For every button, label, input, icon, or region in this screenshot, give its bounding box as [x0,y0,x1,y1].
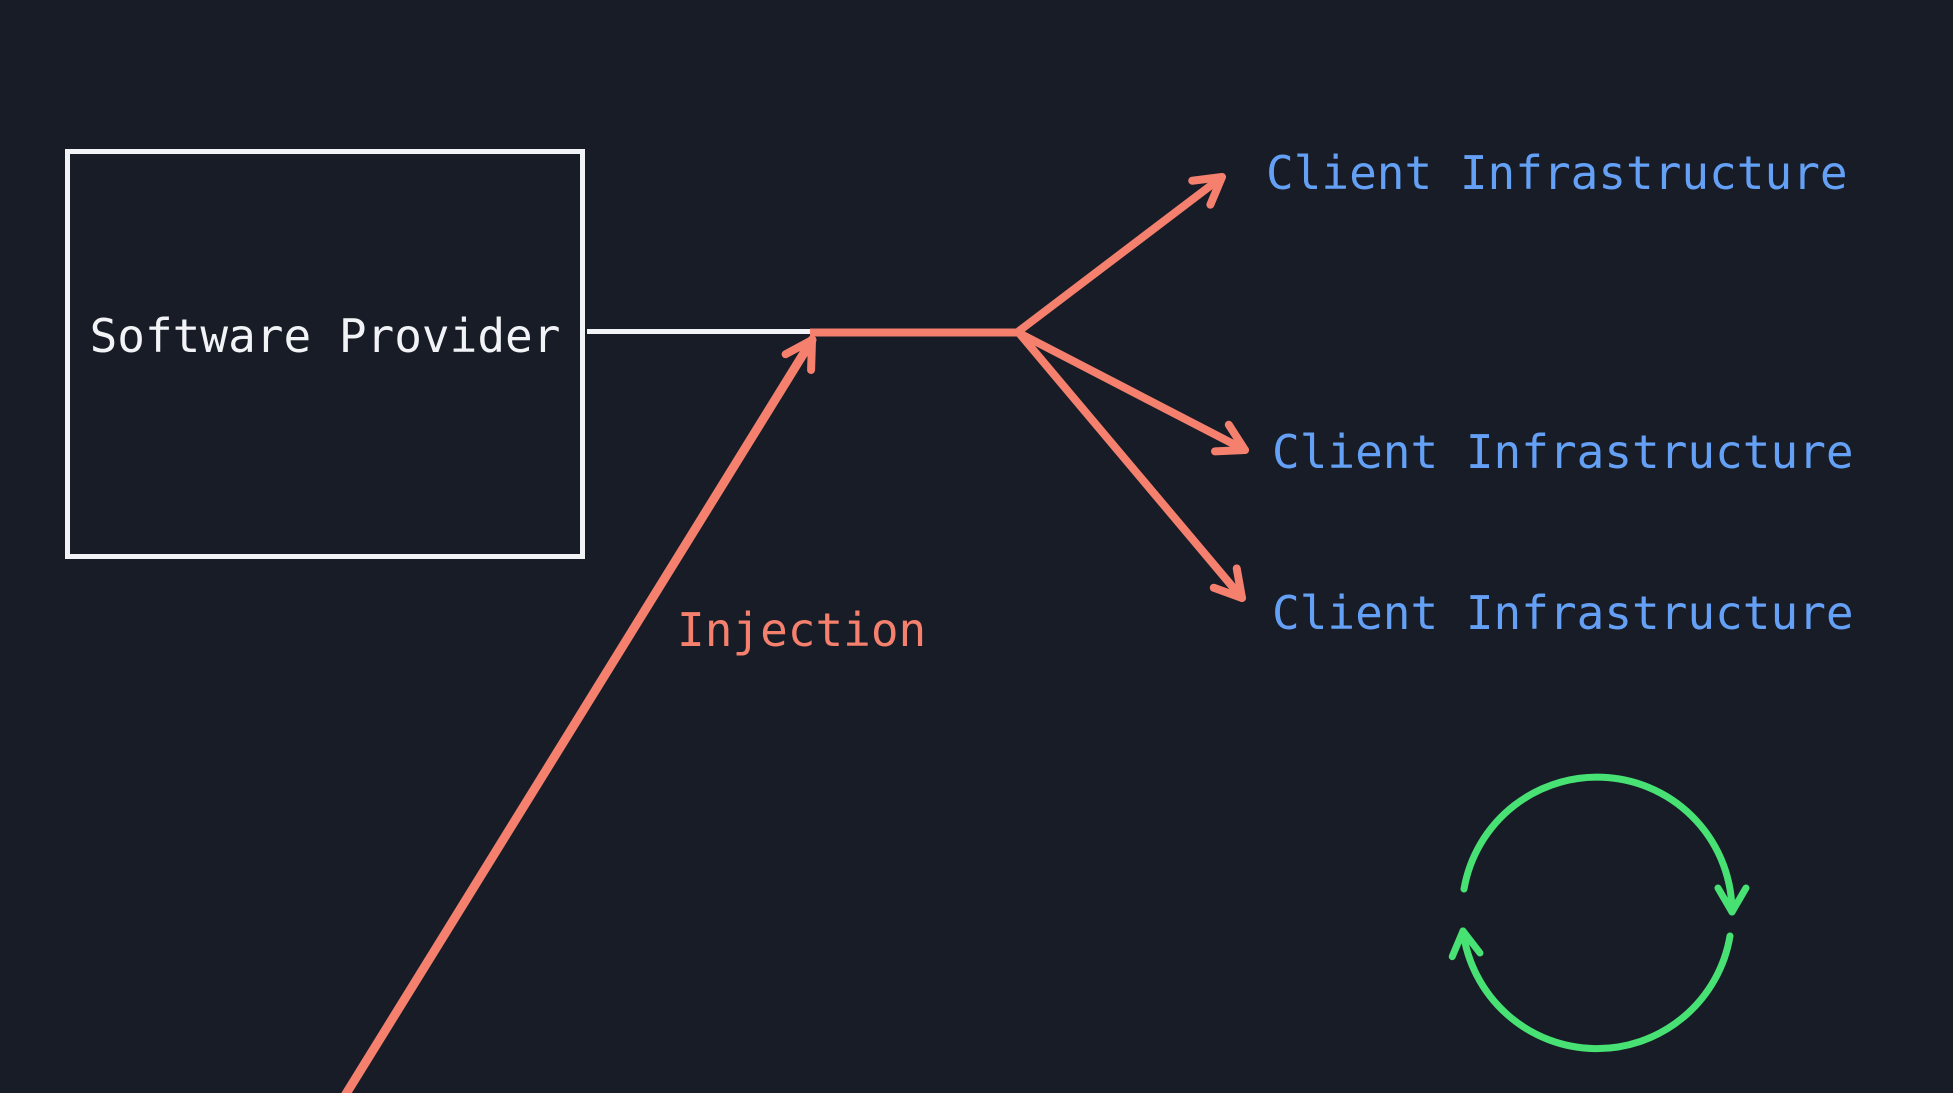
client-infrastructure-label-3: Client Infrastructure [1272,586,1854,640]
cycle-top-arc [1460,773,1750,916]
cycle-arrows-icon [1448,773,1750,1053]
software-provider-box: Software Provider [65,149,585,559]
branch-arrow-client-2 [1015,329,1249,456]
injection-arrow [341,335,817,1093]
client-infrastructure-label-1: Client Infrastructure [1266,146,1848,200]
software-provider-label: Software Provider [89,309,561,363]
branch-arrow-client-1 [1015,173,1226,335]
cycle-bottom-arc [1448,927,1734,1053]
client-infrastructure-label-2: Client Infrastructure [1272,425,1854,479]
branch-arrow-client-3 [1015,329,1246,602]
injection-label: Injection [677,603,927,657]
